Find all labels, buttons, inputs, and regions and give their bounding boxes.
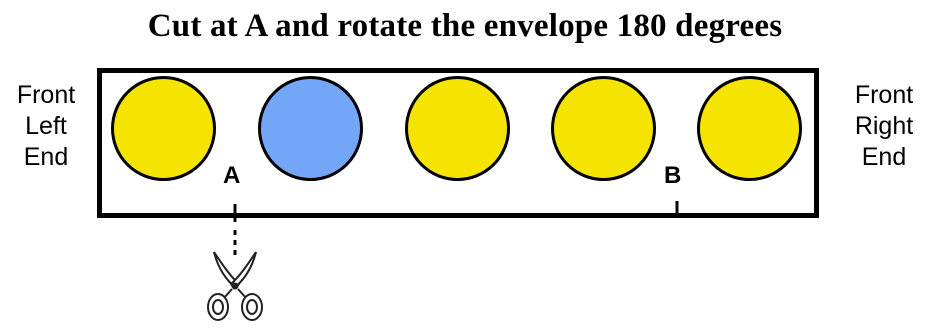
right-label-line-3: End [861,143,907,171]
left-label-line-2: Left [25,112,67,140]
circle-5 [697,76,802,181]
right-label-line-1: Front [854,81,914,109]
circle-3 [405,76,510,181]
circle-2 [258,76,363,181]
scissors-icon [207,251,263,321]
left-label-line-3: End [23,143,69,171]
marker-b-label: B [664,162,682,189]
circle-1 [111,76,216,181]
front-right-end-label: Front Right End [838,80,930,173]
left-label-line-1: Front [16,81,76,109]
marker-a-label: A [223,162,241,189]
envelope [97,68,819,218]
circle-4 [551,76,656,181]
diagram-title: Cut at A and rotate the envelope 180 deg… [147,8,783,44]
front-left-end-label: Front Left End [0,80,92,173]
right-label-line-2: Right [854,112,914,140]
